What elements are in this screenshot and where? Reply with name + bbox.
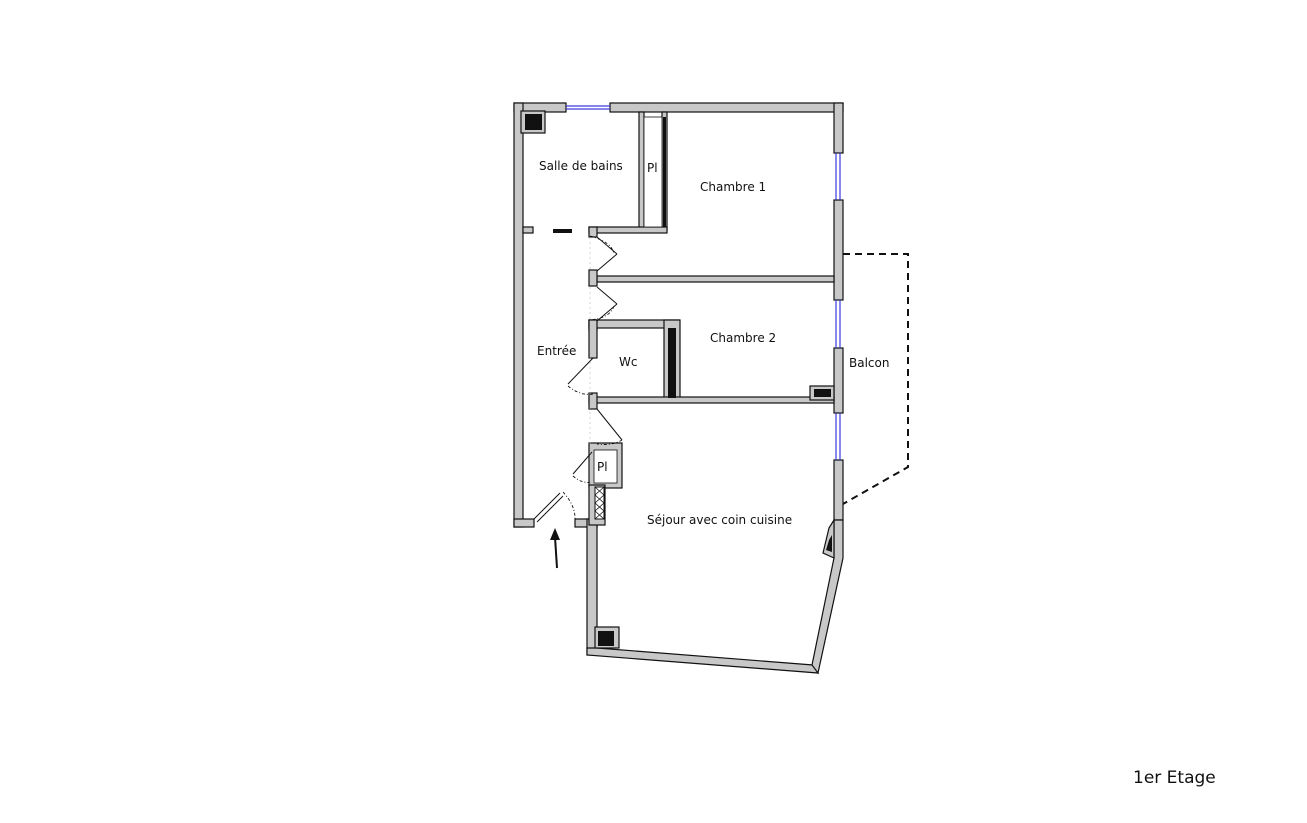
- interior-walls: [522, 111, 835, 526]
- room-label-closet-top: Pl: [647, 161, 658, 175]
- entrance-arrow-icon: [550, 528, 560, 569]
- closet-hatch: [594, 486, 605, 520]
- closet-top-box: [643, 116, 663, 228]
- closet-bottom-box: [593, 449, 618, 484]
- room-label-balcony: Balcon: [849, 356, 889, 370]
- room-label-closet-bottom: Pl: [597, 460, 608, 474]
- outer-walls: [513, 102, 844, 675]
- room-label-entry: Entrée: [537, 344, 576, 358]
- room-label-bedroom2: Chambre 2: [710, 331, 776, 345]
- balcony-outline: [842, 253, 909, 505]
- room-label-wc: Wc: [619, 355, 637, 369]
- doors: [533, 235, 623, 523]
- windows: [566, 105, 841, 460]
- room-label-bedroom1: Chambre 1: [700, 180, 766, 194]
- ducts: [520, 110, 835, 649]
- floor-label: 1er Etage: [1133, 768, 1216, 788]
- room-label-bathroom: Salle de bains: [539, 159, 623, 173]
- room-label-living: Séjour avec coin cuisine: [647, 513, 792, 527]
